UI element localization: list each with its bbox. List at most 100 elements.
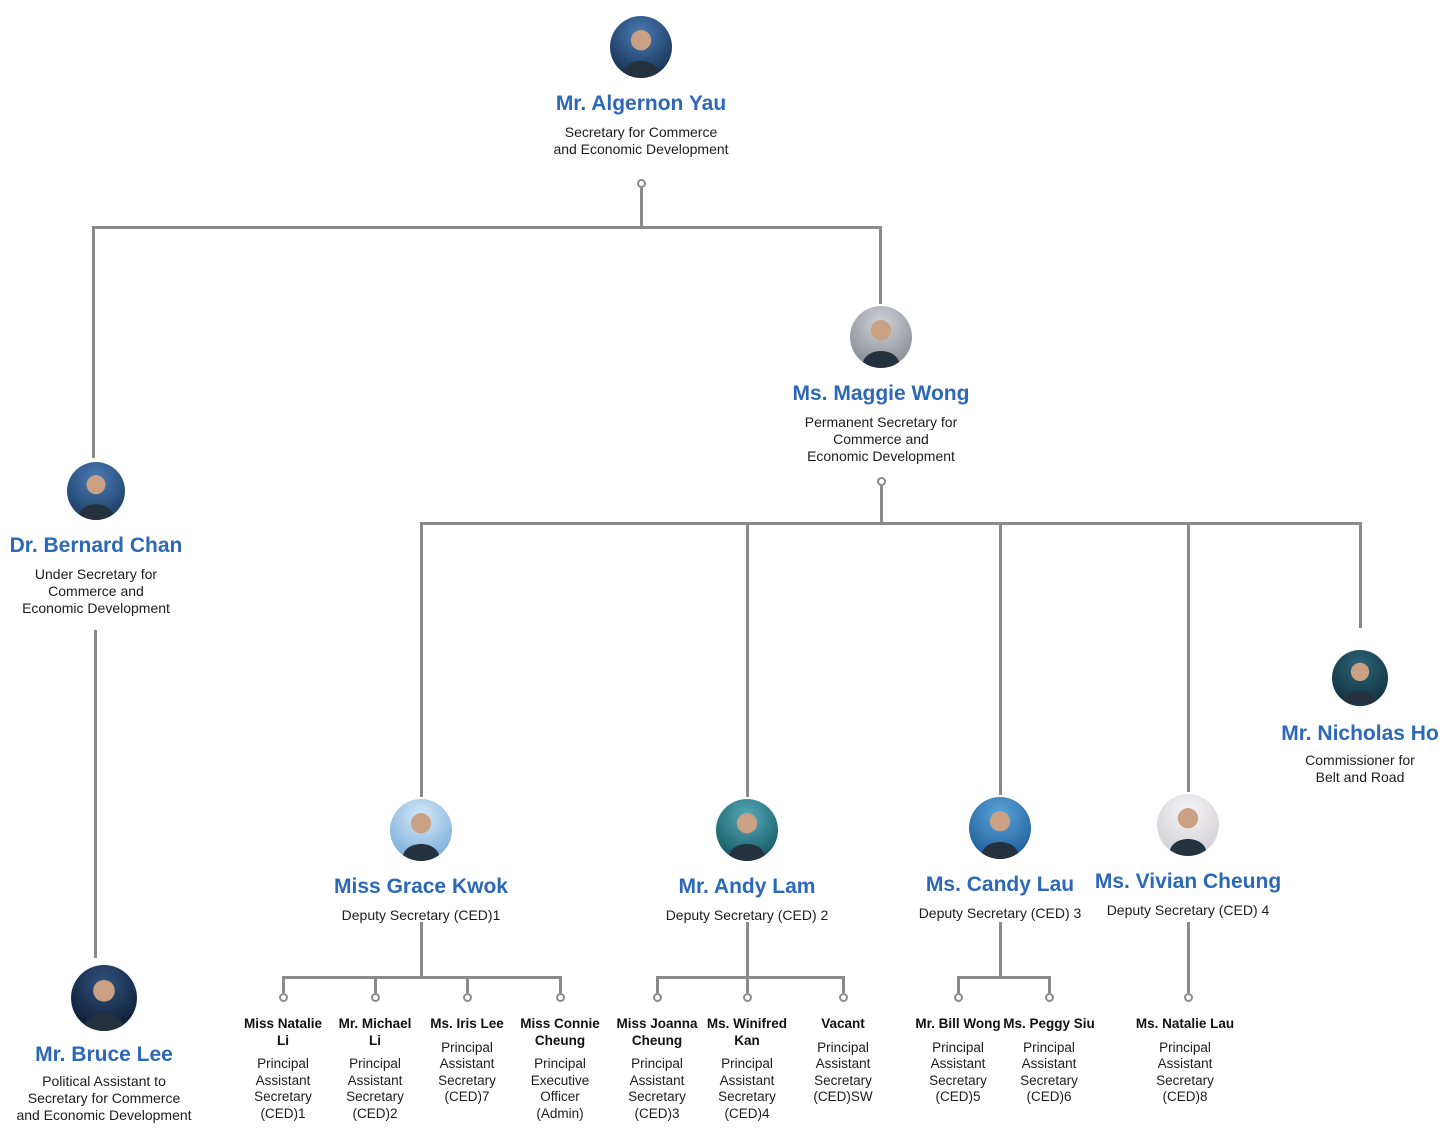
org-node-connie-cheung: Miss Connie Cheung Principal Executive O… [504,1016,616,1122]
org-node-nicholas-ho: Mr. Nicholas Ho Commissioner for Belt an… [1270,650,1450,786]
staff-title: Principal Assistant Secretary (CED)SW [813,1039,873,1105]
person-name[interactable]: Ms. Candy Lau [925,873,1075,896]
connector-line [746,922,749,993]
person-name[interactable]: Miss Grace Kwok [334,875,508,898]
staff-title: Principal Assistant Secretary (CED)7 [438,1039,496,1105]
person-title: Commissioner for Belt and Road [1305,752,1415,785]
connector-node-dot [954,993,963,1002]
person-title: Secretary for Commerce and Economic Deve… [553,124,729,157]
org-node-michael-li: Mr. Michael Li Principal Assistant Secre… [319,1016,431,1122]
person-name[interactable]: Mr. Andy Lam [678,875,816,898]
avatar-nicholas-ho [1332,650,1388,706]
connector-line [879,226,882,304]
staff-name: Mr. Michael Li [338,1016,412,1048]
staff-name: Mr. Bill Wong [915,1016,1001,1031]
org-node-grace-kwok: Miss Grace Kwok Deputy Secretary (CED)1 [311,799,531,924]
person-silhouette-icon [78,475,114,520]
org-node-bill-wong: Mr. Bill Wong Principal Assistant Secret… [902,1016,1014,1106]
staff-title: Principal Executive Officer (Admin) [530,1056,590,1121]
org-node-vivian-cheung: Ms. Vivian Cheung Deputy Secretary (CED)… [1078,794,1298,919]
person-name[interactable]: Ms. Maggie Wong [792,382,970,405]
avatar-vivian-cheung [1157,794,1219,856]
staff-title: Principal Assistant Secretary (CED)4 [718,1056,776,1121]
staff-title: Principal Assistant Secretary (CED)3 [628,1056,686,1121]
avatar-andy-lam [716,799,778,861]
staff-name: Miss Connie Cheung [520,1016,600,1048]
avatar-maggie-wong [850,306,912,368]
avatar-bruce-lee [71,965,137,1031]
staff-name: Miss Natalie Li [243,1016,323,1048]
person-title: Deputy Secretary (CED)1 [341,907,501,923]
staff-title: Principal Assistant Secretary (CED)5 [929,1039,987,1105]
staff-title: Principal Assistant Secretary (CED)8 [1156,1039,1214,1105]
staff-name: Ms. Peggy Siu [1003,1016,1095,1031]
staff-name: Ms. Iris Lee [430,1016,504,1031]
connector-node-dot [463,993,472,1002]
person-title: Permanent Secretary for Commerce and Eco… [804,414,958,464]
connector-line [1187,522,1190,792]
org-node-natalie-li: Miss Natalie Li Principal Assistant Secr… [227,1016,339,1122]
person-name[interactable]: Dr. Bernard Chan [9,534,183,557]
connector-node-dot [637,179,646,188]
org-node-winifred-kan: Ms. Winifred Kan Principal Assistant Sec… [691,1016,803,1122]
person-name[interactable]: Mr. Nicholas Ho [1281,722,1439,745]
connector-node-dot [877,477,886,486]
person-name[interactable]: Mr. Bruce Lee [35,1043,173,1066]
org-node-bruce-lee: Mr. Bruce Lee Political Assistant to Sec… [0,965,219,1124]
connector-line [94,630,97,958]
connector-line [957,976,1051,979]
connector-line [656,976,845,979]
staff-title: Principal Assistant Secretary (CED)6 [1020,1039,1078,1105]
person-title: Under Secretary for Commerce and Economi… [22,566,170,616]
person-name[interactable]: Ms. Vivian Cheung [1094,870,1282,893]
org-node-natalie-lau: Ms. Natalie Lau Principal Assistant Secr… [1129,1016,1241,1106]
person-silhouette-icon [981,811,1019,859]
person-silhouette-icon [1169,808,1207,856]
org-node-iris-lee: Ms. Iris Lee Principal Assistant Secreta… [411,1016,523,1106]
person-silhouette-icon [622,30,660,78]
connector-node-dot [371,993,380,1002]
avatar-bernard-chan [67,462,125,520]
connector-line [957,976,960,993]
org-node-algernon-yau: Mr. Algernon Yau Secretary for Commerce … [531,16,751,158]
connector-line [640,188,643,226]
org-node-joanna-cheung: Miss Joanna Cheung Principal Assistant S… [601,1016,713,1122]
connector-line [466,976,469,993]
connector-node-dot [653,993,662,1002]
connector-node-dot [743,993,752,1002]
person-silhouette-icon [862,320,900,368]
org-node-vacant-pas-ced-sw: Vacant Principal Assistant Secretary (CE… [787,1016,899,1106]
org-node-bernard-chan: Dr. Bernard Chan Under Secretary for Com… [0,462,196,617]
connector-node-dot [279,993,288,1002]
staff-title: Principal Assistant Secretary (CED)1 [254,1056,312,1121]
staff-title: Principal Assistant Secretary (CED)2 [346,1056,404,1121]
connector-line [656,976,659,993]
connector-line [880,486,883,522]
connector-line [92,226,882,229]
avatar-candy-lau [969,797,1031,859]
person-title: Deputy Secretary (CED) 4 [1106,902,1270,918]
connector-line [282,976,562,979]
connector-line [420,522,1362,525]
connector-line [420,922,423,976]
connector-line [1048,976,1051,993]
connector-line [999,922,1002,976]
staff-name: Ms. Winifred Kan [706,1016,788,1048]
staff-name: Miss Joanna Cheung [616,1016,698,1048]
person-silhouette-icon [1343,662,1377,706]
staff-name: Vacant [821,1016,865,1031]
connector-line [374,976,377,993]
connector-line [92,226,95,458]
avatar-algernon-yau [610,16,672,78]
connector-node-dot [839,993,848,1002]
person-silhouette-icon [402,813,440,861]
person-silhouette-icon [84,979,124,1031]
org-node-andy-lam: Mr. Andy Lam Deputy Secretary (CED) 2 [637,799,857,924]
connector-node-dot [556,993,565,1002]
staff-name: Ms. Natalie Lau [1135,1016,1235,1031]
connector-line [1187,922,1190,993]
person-name[interactable]: Mr. Algernon Yau [555,92,727,115]
connector-node-dot [1184,993,1193,1002]
person-title: Deputy Secretary (CED) 3 [918,905,1082,921]
